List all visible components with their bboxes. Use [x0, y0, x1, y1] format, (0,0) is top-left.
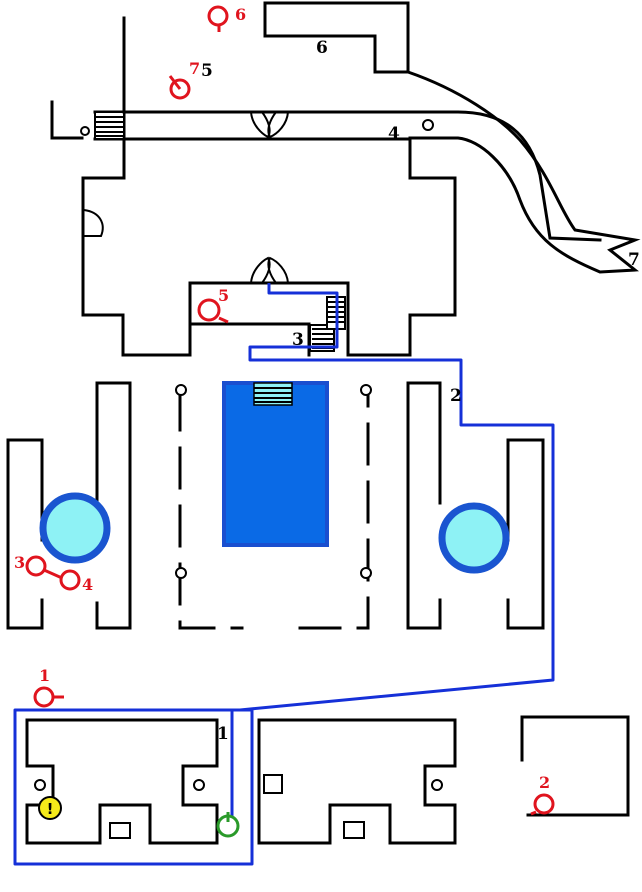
red-marker: 3 4 — [14, 553, 93, 594]
pillar-icon — [34, 779, 46, 791]
svg-text:6: 6 — [235, 5, 246, 24]
upper-complex — [50, 1, 641, 357]
pillar-icon — [80, 126, 90, 136]
svg-text:4: 4 — [82, 575, 93, 594]
double-door-icon — [250, 256, 289, 284]
room-number: 6 — [316, 38, 328, 58]
lower-rooms — [25, 715, 630, 845]
room-number: 4 — [388, 124, 400, 144]
pool — [222, 381, 329, 547]
red-marker: 6 — [207, 5, 246, 32]
pillar-icon — [193, 779, 205, 791]
fountain-west — [39, 492, 111, 564]
fountain-east — [438, 502, 510, 574]
stairs-icon — [94, 111, 125, 140]
green-circle-icon — [216, 812, 240, 838]
svg-text:5: 5 — [218, 286, 229, 305]
double-door-icon — [250, 111, 289, 139]
room-number: 2 — [450, 386, 462, 406]
svg-text:1: 1 — [39, 666, 50, 685]
red-marker: 2 — [530, 773, 555, 816]
red-marker: 5 — [197, 286, 229, 324]
room-number: 3 — [292, 330, 304, 350]
pillar-icon — [175, 567, 187, 579]
pillar-icon — [360, 384, 372, 396]
route-path — [13, 283, 555, 866]
pillar-icon — [360, 567, 372, 579]
svg-text:3: 3 — [14, 553, 25, 572]
room-number: 5 — [201, 61, 213, 81]
courtyard — [6, 381, 545, 630]
room-number: 7 — [628, 250, 640, 270]
pillar-icon — [431, 779, 443, 791]
stairs-icon — [309, 296, 346, 352]
svg-text:!: ! — [47, 800, 54, 818]
pillar-icon — [422, 119, 434, 131]
stairs-icon — [253, 382, 293, 406]
red-marker: 7 — [168, 59, 200, 100]
svg-text:7: 7 — [189, 59, 200, 78]
red-marker: 1 — [33, 666, 64, 708]
exclamation-icon: ! — [38, 796, 62, 820]
pillar-icon — [175, 384, 187, 396]
room-numbers: 6 5 4 3 2 1 7 — [201, 38, 640, 744]
svg-text:2: 2 — [539, 773, 550, 792]
room-number: 1 — [217, 724, 229, 744]
